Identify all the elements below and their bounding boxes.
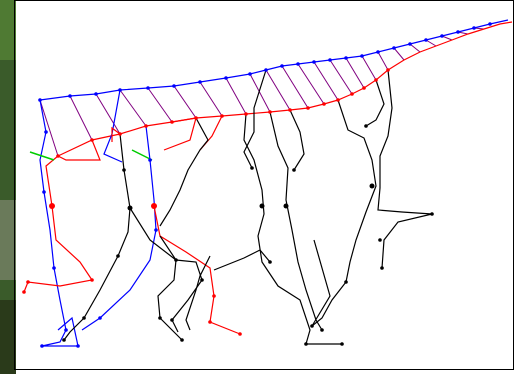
plot-border	[15, 1, 514, 370]
photo-strip-mid	[0, 200, 16, 280]
red-skeleton	[24, 116, 240, 334]
photo-strip-bottom	[0, 300, 16, 374]
blue-spine-line	[40, 20, 508, 100]
blue-joint-markers	[38, 22, 492, 348]
black-skeleton	[64, 70, 432, 344]
photo-strip-top	[0, 0, 16, 60]
green-highlight	[30, 150, 152, 160]
black-joint-markers	[62, 124, 434, 346]
